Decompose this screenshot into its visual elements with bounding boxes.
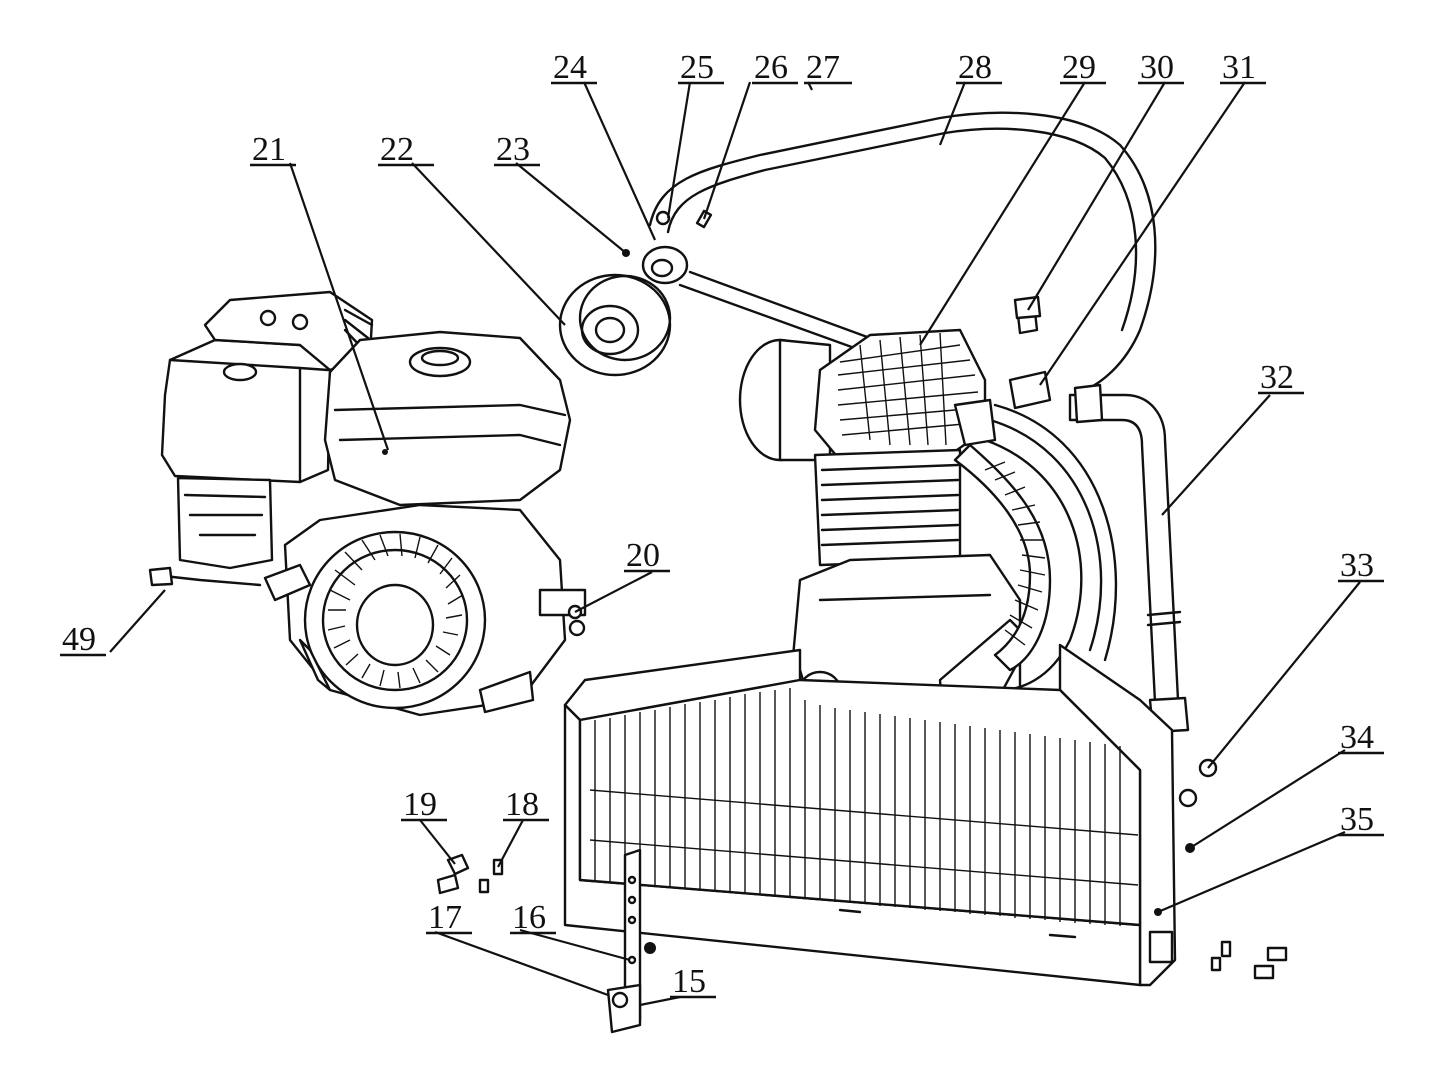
callout-29: 29 <box>1062 49 1096 86</box>
engine <box>148 290 587 717</box>
callout-22: 22 <box>380 131 414 168</box>
callout-18: 18 <box>505 786 539 823</box>
callout-34: 34 <box>1340 719 1374 756</box>
compressor-pump <box>738 328 1118 760</box>
callout-15: 15 <box>672 963 706 1000</box>
leader-lines <box>109 81 1361 1007</box>
callout-30: 30 <box>1140 49 1174 86</box>
breather-plug <box>1013 295 1042 335</box>
callout-35: 35 <box>1340 801 1374 838</box>
discharge-pipe <box>1068 383 1190 734</box>
callout-33: 33 <box>1340 547 1374 584</box>
callout-23: 23 <box>496 131 530 168</box>
callout-labels: 21 22 23 24 25 26 27 28 29 30 31 32 33 3… <box>60 49 1384 1000</box>
callout-31: 31 <box>1222 49 1256 86</box>
belt-guard <box>563 643 1177 987</box>
callout-17: 17 <box>428 899 462 936</box>
callout-26: 26 <box>754 49 788 86</box>
recoil-fins <box>327 533 464 689</box>
small-pulley <box>622 209 713 285</box>
callout-16: 16 <box>512 899 546 936</box>
callout-27: 27 <box>806 49 840 86</box>
guard-grille <box>589 688 1139 926</box>
engine-pulley <box>558 273 672 377</box>
mounting-bracket <box>606 848 656 1034</box>
callout-28: 28 <box>958 49 992 86</box>
callout-25: 25 <box>680 49 714 86</box>
callout-49: 49 <box>62 621 96 658</box>
callout-32: 32 <box>1260 359 1294 396</box>
callout-20: 20 <box>626 537 660 574</box>
v-belt <box>648 111 1157 394</box>
callout-21: 21 <box>252 131 286 168</box>
callout-19: 19 <box>403 786 437 823</box>
callout-24: 24 <box>553 49 587 86</box>
